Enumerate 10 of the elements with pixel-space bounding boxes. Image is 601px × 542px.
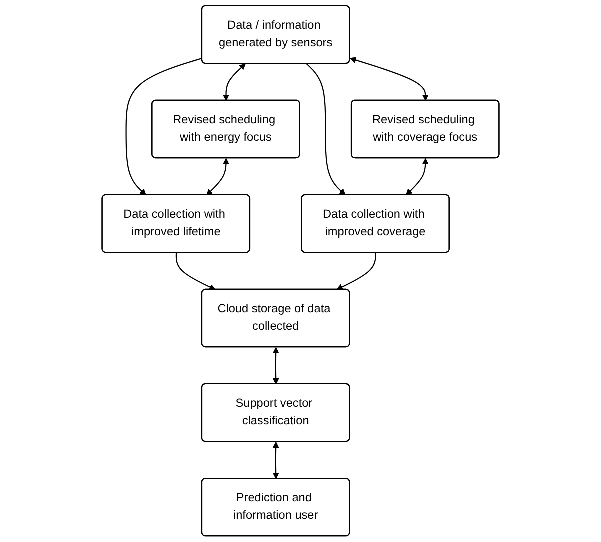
arrow (336, 252, 376, 290)
arrow (272, 347, 280, 385)
arrow (206, 158, 230, 196)
arrow (222, 64, 246, 102)
arrow (272, 442, 280, 480)
arrow (406, 158, 429, 196)
arrow (350, 57, 429, 102)
arrow (176, 252, 216, 290)
arrow (126, 58, 202, 196)
arrow (306, 63, 346, 196)
